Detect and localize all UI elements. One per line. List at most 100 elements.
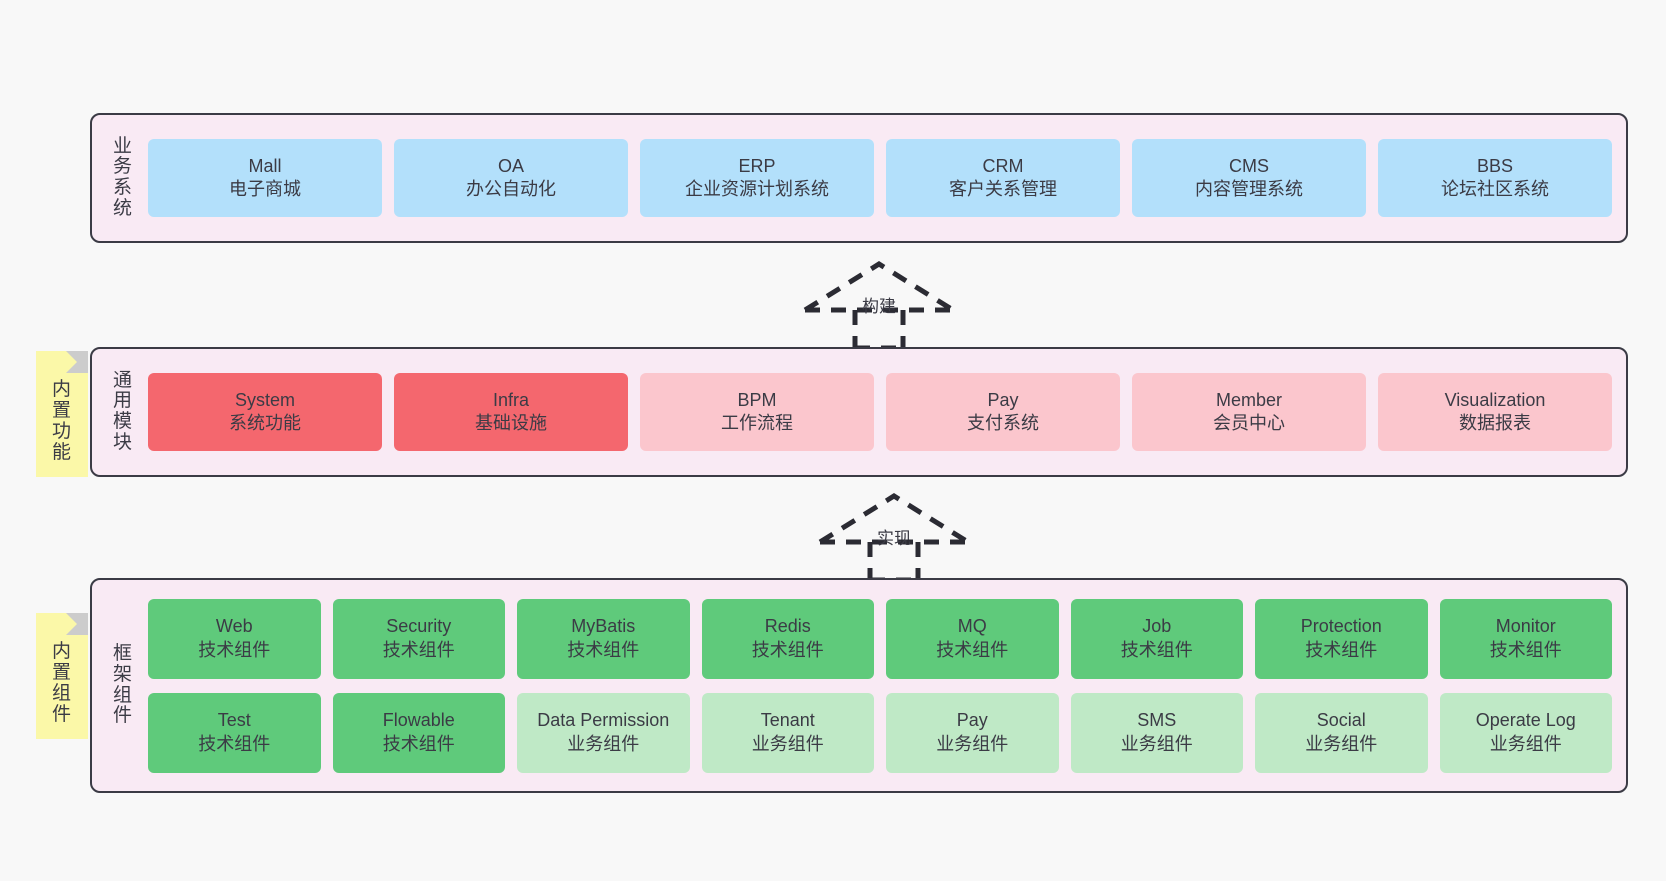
card-title: MyBatis (571, 616, 636, 637)
card-subtitle: 技术组件 (567, 639, 640, 660)
card-title: SMS (1137, 710, 1177, 731)
card-subtitle: 技术组件 (198, 733, 271, 754)
card-title: CMS (1229, 155, 1269, 176)
card-title: Infra (492, 389, 530, 410)
card-subtitle: 工作流程 (721, 413, 793, 433)
card-title: MQ (957, 616, 987, 637)
card-subtitle: 支付系统 (967, 413, 1039, 433)
card-title: Pay (987, 389, 1019, 410)
connector-implement: 实现 (804, 490, 984, 583)
card-title: Job (1142, 616, 1172, 637)
card-subtitle: 业务组件 (1489, 733, 1562, 754)
card-title: Test (217, 710, 251, 731)
card-subtitle: 技术组件 (751, 639, 824, 660)
card-title: OA (497, 155, 524, 176)
card-title: Flowable (382, 710, 455, 731)
card-title: Web (215, 616, 253, 637)
card-pay-business[interactable]: Pay 业务组件 (886, 692, 1059, 773)
card-title: Security (386, 616, 452, 637)
card-sms[interactable]: SMS 业务组件 (1070, 692, 1243, 773)
connector-build-label: 构建 (862, 297, 896, 316)
arrow-head-triangle (803, 261, 955, 313)
card-title: Protection (1300, 616, 1382, 637)
card-title: BPM (737, 389, 777, 410)
card-row: Web 技术组件 Security 技术组件 MyBatis 技术组件 Redi… (148, 598, 1612, 679)
note-text: 内 置 组 件 (51, 641, 72, 725)
layer-business-system: 业 务 系 统 Mall 电子商城 OA 办公自动化 ERP 企业资源计划系统 (90, 113, 1628, 243)
card-title: Operate Log (1475, 710, 1576, 731)
card-subtitle: 论坛社区系统 (1441, 179, 1549, 199)
arrow-head-triangle (818, 493, 970, 545)
card-data-permission[interactable]: Data Permission 业务组件 (517, 692, 690, 773)
card-member[interactable]: Member 会员中心 (1132, 373, 1366, 451)
card-bpm[interactable]: BPM 工作流程 (640, 373, 874, 451)
card-row: Test 技术组件 Flowable 技术组件 Data Permission … (148, 692, 1612, 773)
card-title: Member (1215, 389, 1282, 410)
card-pay[interactable]: Pay 支付系统 (886, 373, 1120, 451)
card-job[interactable]: Job 技术组件 (1070, 598, 1243, 679)
card-subtitle: 技术组件 (936, 639, 1009, 660)
layer-label-framework-component: 框 架 组 件 (112, 643, 133, 727)
card-subtitle: 技术组件 (1489, 639, 1562, 660)
card-mybatis[interactable]: MyBatis 技术组件 (517, 598, 690, 679)
card-redis[interactable]: Redis 技术组件 (701, 598, 874, 679)
card-title: Social (1316, 710, 1366, 731)
framework-component-cards: Web 技术组件 Security 技术组件 MyBatis 技术组件 Redi… (142, 598, 1626, 773)
card-subtitle: 技术组件 (382, 639, 455, 660)
card-subtitle: 业务组件 (1120, 733, 1193, 754)
card-title: Mall (248, 155, 282, 176)
card-test[interactable]: Test 技术组件 (148, 692, 321, 773)
card-flowable[interactable]: Flowable 技术组件 (332, 692, 505, 773)
card-mall[interactable]: Mall 电子商城 (148, 139, 382, 217)
card-bbs[interactable]: BBS 论坛社区系统 (1378, 139, 1612, 217)
card-operate-log[interactable]: Operate Log 业务组件 (1439, 692, 1612, 773)
card-subtitle: 业务组件 (751, 733, 824, 754)
layer-framework-component: 框 架 组 件 Web 技术组件 Security 技术组件 MyBatis 技… (90, 578, 1628, 793)
card-subtitle: 基础设施 (475, 413, 547, 433)
layer-label-common-module: 通 用 模 块 (112, 369, 133, 453)
card-subtitle: 内容管理系统 (1195, 179, 1303, 199)
card-infra[interactable]: Infra 基础设施 (394, 373, 628, 451)
card-row: Mall 电子商城 OA 办公自动化 ERP 企业资源计划系统 CRM 客户关系… (148, 139, 1612, 217)
card-subtitle: 业务组件 (936, 733, 1009, 754)
card-monitor[interactable]: Monitor 技术组件 (1439, 598, 1612, 679)
card-tenant[interactable]: Tenant 业务组件 (701, 692, 874, 773)
card-subtitle: 技术组件 (198, 639, 271, 660)
card-security[interactable]: Security 技术组件 (332, 598, 505, 679)
layer-common-module: 通 用 模 块 System 系统功能 Infra 基础设施 BPM 工作流程 (90, 347, 1628, 477)
card-title: Tenant (760, 710, 815, 731)
card-subtitle: 技术组件 (382, 733, 455, 754)
card-social[interactable]: Social 业务组件 (1255, 692, 1428, 773)
card-subtitle: 业务组件 (567, 733, 640, 754)
card-erp[interactable]: ERP 企业资源计划系统 (640, 139, 874, 217)
card-subtitle: 系统功能 (229, 413, 301, 433)
card-cms[interactable]: CMS 内容管理系统 (1132, 139, 1366, 217)
card-crm[interactable]: CRM 客户关系管理 (886, 139, 1120, 217)
card-title: Data Permission (537, 710, 670, 731)
card-title: ERP (738, 155, 776, 176)
card-title: Pay (956, 710, 988, 731)
card-title: CRM (982, 155, 1024, 176)
card-mq[interactable]: MQ 技术组件 (886, 598, 1059, 679)
card-row: System 系统功能 Infra 基础设施 BPM 工作流程 Pay 支付系统 (148, 373, 1612, 451)
card-subtitle: 技术组件 (1120, 639, 1193, 660)
note-builtin-function: 内 置 功 能 (36, 351, 88, 477)
card-subtitle: 办公自动化 (466, 179, 556, 199)
card-title: BBS (1476, 155, 1514, 176)
card-subtitle: 客户关系管理 (949, 179, 1057, 199)
card-subtitle: 技术组件 (1305, 639, 1378, 660)
card-oa[interactable]: OA 办公自动化 (394, 139, 628, 217)
card-system[interactable]: System 系统功能 (148, 373, 382, 451)
layer-label-business-system: 业 务 系 统 (112, 135, 133, 219)
card-title: Monitor (1495, 616, 1556, 637)
note-builtin-component: 内 置 组 件 (36, 613, 88, 739)
card-subtitle: 企业资源计划系统 (685, 179, 829, 199)
card-subtitle: 数据报表 (1459, 413, 1531, 433)
card-subtitle: 电子商城 (229, 179, 301, 199)
card-title: Redis (764, 616, 811, 637)
card-title: System (234, 389, 295, 410)
card-protection[interactable]: Protection 技术组件 (1255, 598, 1428, 679)
card-web[interactable]: Web 技术组件 (148, 598, 321, 679)
card-visualization[interactable]: Visualization 数据报表 (1378, 373, 1612, 451)
